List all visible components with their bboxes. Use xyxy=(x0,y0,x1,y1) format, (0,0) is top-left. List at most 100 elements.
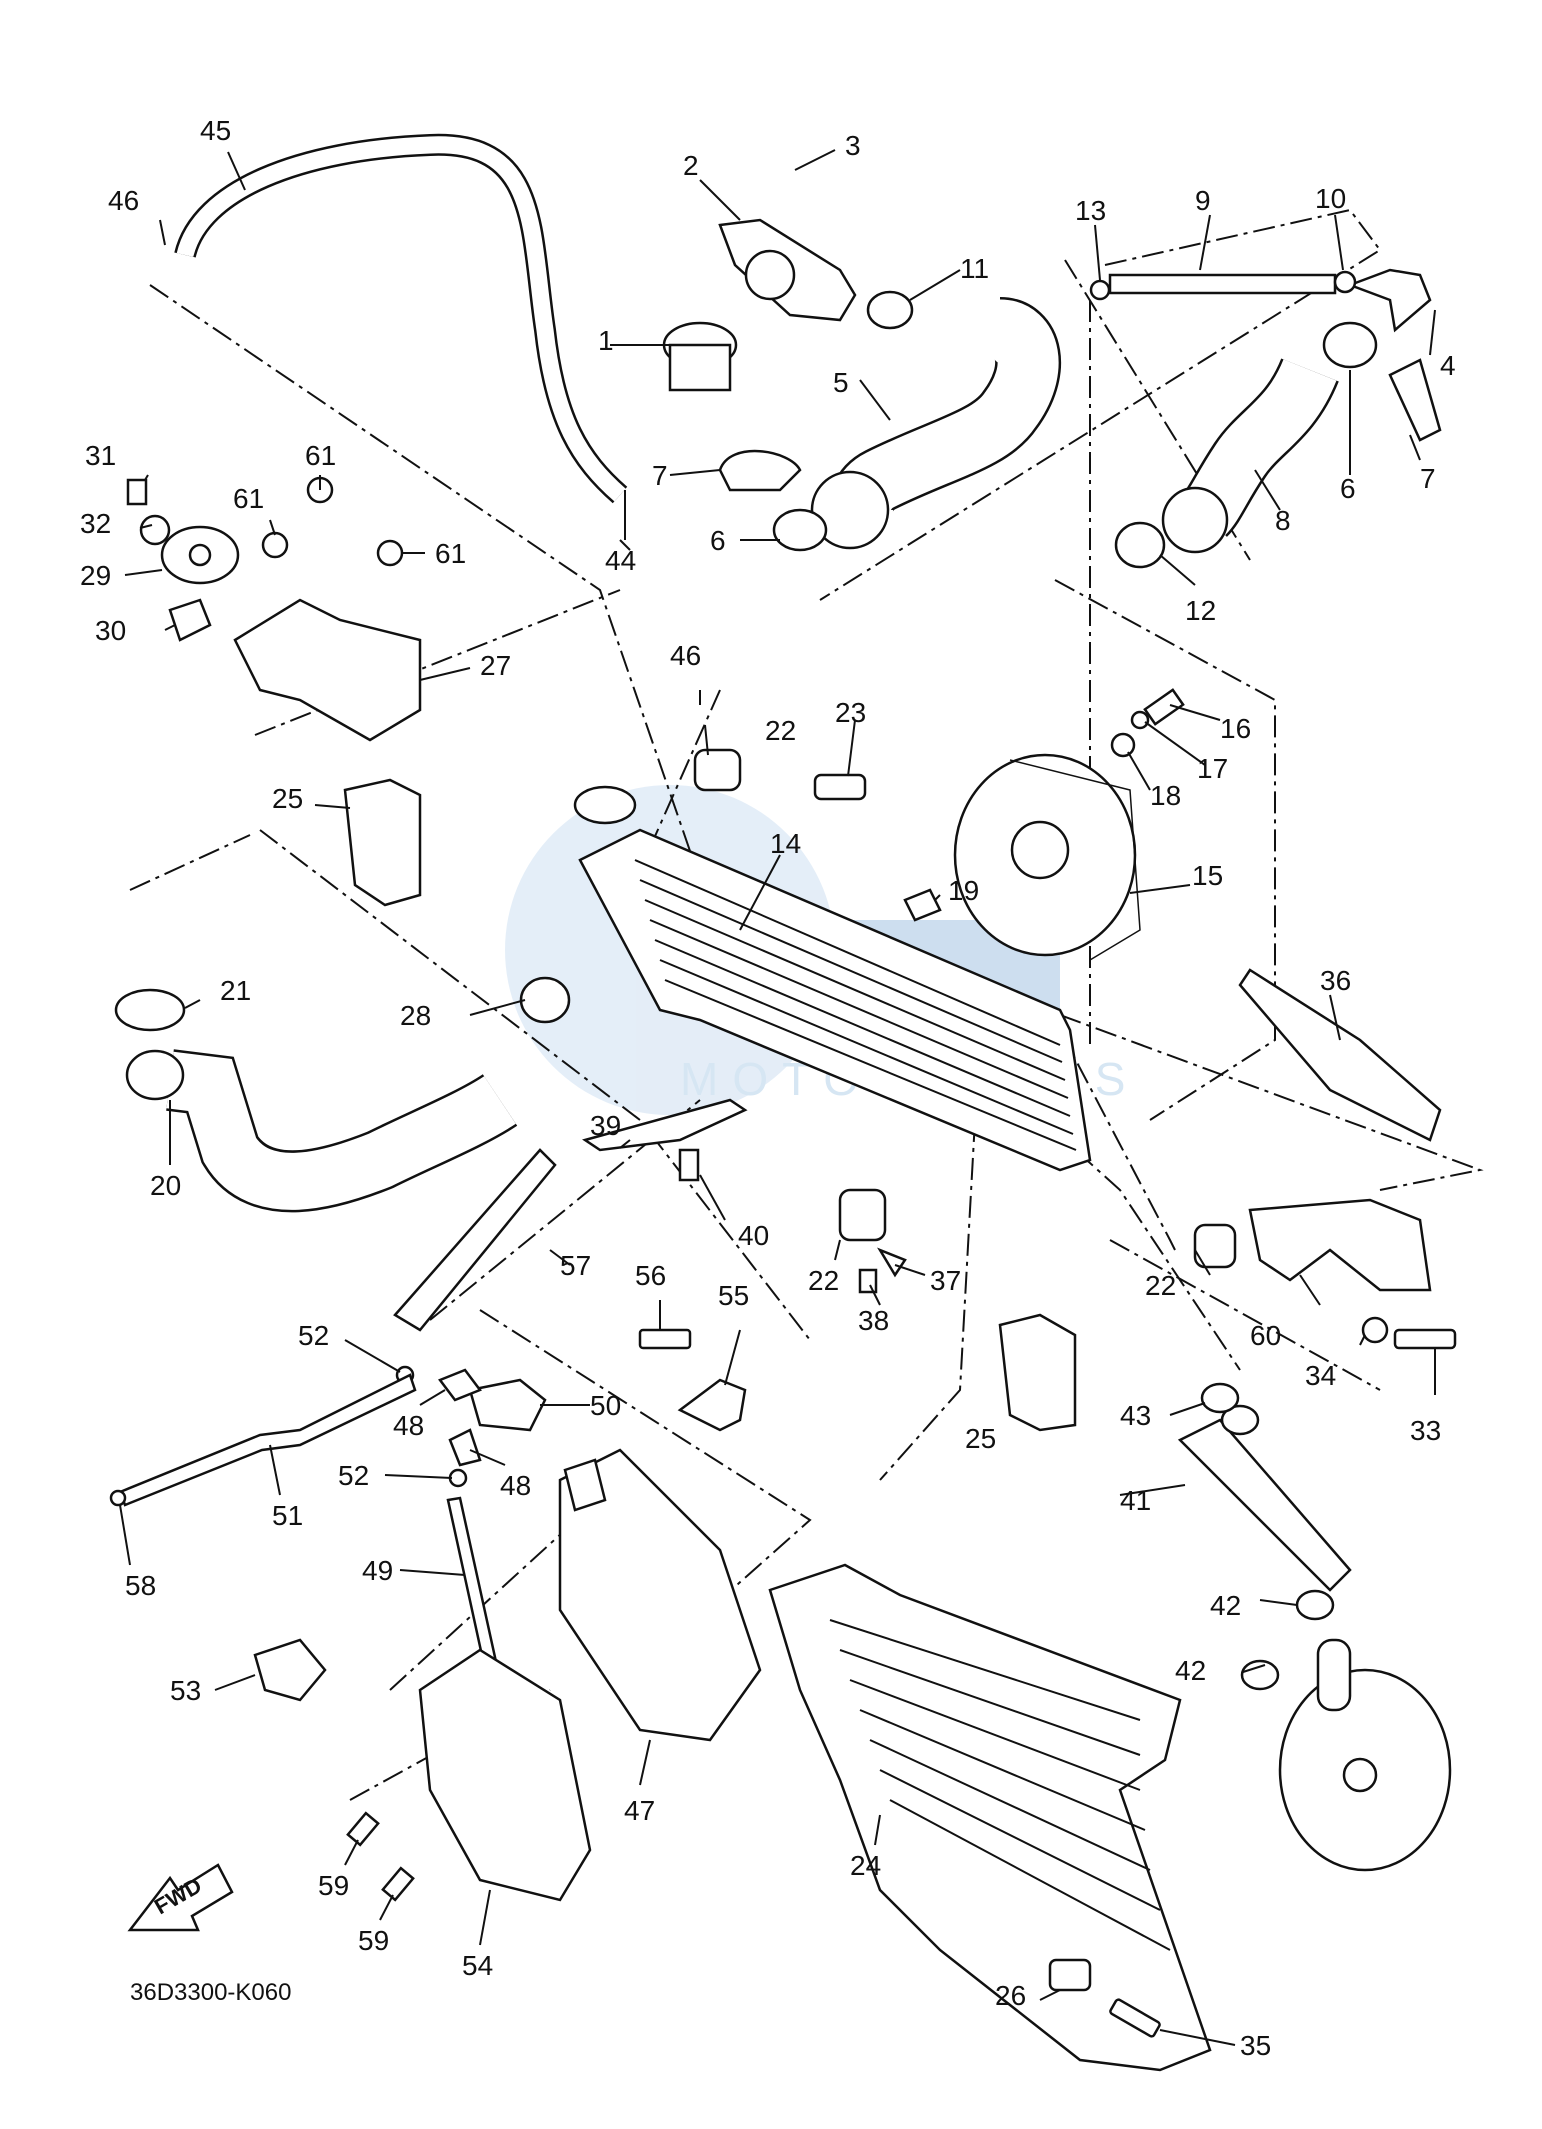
callout-10: 10 xyxy=(1315,183,1346,214)
grommet-61b xyxy=(261,531,289,559)
callout-22a: 22 xyxy=(765,715,796,746)
bolt-56 xyxy=(638,1328,692,1350)
radiator-fins xyxy=(634,859,1077,1151)
callout-6a: 6 xyxy=(710,525,726,556)
collar-23 xyxy=(813,773,867,801)
callout-21: 21 xyxy=(220,975,251,1006)
callout-8: 8 xyxy=(1275,505,1291,536)
callout-labels: 1 2 3 4 5 6 6 7 7 8 9 10 11 12 13 14 15 … xyxy=(80,115,1456,2061)
clamp-12 xyxy=(1114,521,1166,569)
callout-11: 11 xyxy=(960,253,989,284)
callout-7a: 7 xyxy=(652,460,668,491)
callout-20: 20 xyxy=(150,1170,181,1201)
collar-26 xyxy=(1048,1958,1092,1992)
clip-53 xyxy=(253,1638,327,1702)
reservoir-47 xyxy=(558,1448,762,1742)
grommet-22c xyxy=(1193,1223,1237,1269)
bracket-27 xyxy=(233,598,422,742)
clip-52b xyxy=(448,1468,468,1488)
hose-5 xyxy=(829,299,1059,513)
callout-31: 31 xyxy=(85,440,116,471)
guard-slats xyxy=(829,1619,1171,1951)
pipe-9 xyxy=(1108,273,1337,295)
callout-1: 1 xyxy=(598,325,614,356)
callout-50: 50 xyxy=(590,1390,621,1421)
bolt-31 xyxy=(126,478,148,506)
bolt-40 xyxy=(678,1148,700,1182)
callout-40: 40 xyxy=(738,1220,769,1251)
callout-38: 38 xyxy=(858,1305,889,1336)
hose-48a xyxy=(438,1368,482,1402)
hose-45 xyxy=(174,133,628,504)
clamp-11 xyxy=(866,290,914,330)
washer-18 xyxy=(1110,732,1136,758)
hose-41 xyxy=(1177,1418,1352,1592)
callout-30: 30 xyxy=(95,615,126,646)
bolt-33 xyxy=(1393,1328,1457,1350)
guard-36 xyxy=(1238,968,1442,1142)
callout-39: 39 xyxy=(590,1110,621,1141)
washer-34 xyxy=(1361,1316,1389,1344)
hose-20 xyxy=(166,1051,516,1210)
callout-25a: 25 xyxy=(272,783,303,814)
callout-43: 43 xyxy=(1120,1400,1151,1431)
callout-56: 56 xyxy=(635,1260,666,1291)
callout-48b: 48 xyxy=(500,1470,531,1501)
callout-26: 26 xyxy=(995,1980,1026,2011)
callout-42b: 42 xyxy=(1175,1655,1206,1686)
callout-3: 3 xyxy=(845,130,861,161)
washer-17 xyxy=(1130,710,1150,730)
pad-25a xyxy=(343,778,422,907)
callout-49: 49 xyxy=(362,1555,393,1586)
callout-25b: 25 xyxy=(965,1423,996,1454)
clamp-43 xyxy=(1200,1382,1240,1414)
callout-2: 2 xyxy=(683,150,699,181)
callout-15: 15 xyxy=(1192,860,1223,891)
callout-54: 54 xyxy=(462,1950,493,1981)
callout-9: 9 xyxy=(1195,185,1211,216)
callout-61b: 61 xyxy=(233,483,264,514)
callout-41: 41 xyxy=(1120,1485,1151,1516)
washer-32 xyxy=(139,514,171,546)
grommet-61c xyxy=(376,539,404,567)
callout-46a: 46 xyxy=(108,185,139,216)
callout-53: 53 xyxy=(170,1675,201,1706)
bracket-39 xyxy=(582,1098,748,1152)
callout-52b: 52 xyxy=(338,1460,369,1491)
grommet-22a xyxy=(693,748,742,792)
filler-neck xyxy=(573,785,637,825)
callout-47: 47 xyxy=(624,1795,655,1826)
callout-22c: 22 xyxy=(1145,1270,1176,1301)
callout-18: 18 xyxy=(1150,780,1181,811)
radiator-14 xyxy=(578,828,1092,1172)
callout-59b: 59 xyxy=(358,1925,389,1956)
assembly-lines xyxy=(129,208,1484,1961)
callout-23: 23 xyxy=(835,697,866,728)
callout-51: 51 xyxy=(272,1500,303,1531)
callout-59a: 59 xyxy=(318,1870,349,1901)
callout-19: 19 xyxy=(948,875,979,906)
callout-48a: 48 xyxy=(393,1410,424,1441)
callout-13: 13 xyxy=(1075,195,1106,226)
clip-58 xyxy=(109,1489,127,1507)
callout-57: 57 xyxy=(560,1250,591,1281)
diagram-code: 36D3300-K060 xyxy=(130,1979,291,2006)
callout-37: 37 xyxy=(930,1265,961,1296)
bolt-38 xyxy=(858,1268,878,1294)
callout-44: 44 xyxy=(605,545,636,576)
clip-37 xyxy=(877,1247,907,1278)
bolt-59a xyxy=(346,1811,380,1847)
radiator-guard-24 xyxy=(768,1563,1212,2072)
callout-34: 34 xyxy=(1305,1360,1336,1391)
callout-61c: 61 xyxy=(435,538,466,569)
hose-48b xyxy=(448,1428,482,1467)
callout-46b: 46 xyxy=(670,640,701,671)
bracket-30 xyxy=(168,598,212,642)
callout-35: 35 xyxy=(1240,2030,1271,2061)
bolt-59b xyxy=(381,1866,415,1902)
callout-22b: 22 xyxy=(808,1265,839,1296)
callout-29: 29 xyxy=(80,560,111,591)
callout-28: 28 xyxy=(400,1000,431,1031)
clamp-28 xyxy=(519,976,571,1024)
